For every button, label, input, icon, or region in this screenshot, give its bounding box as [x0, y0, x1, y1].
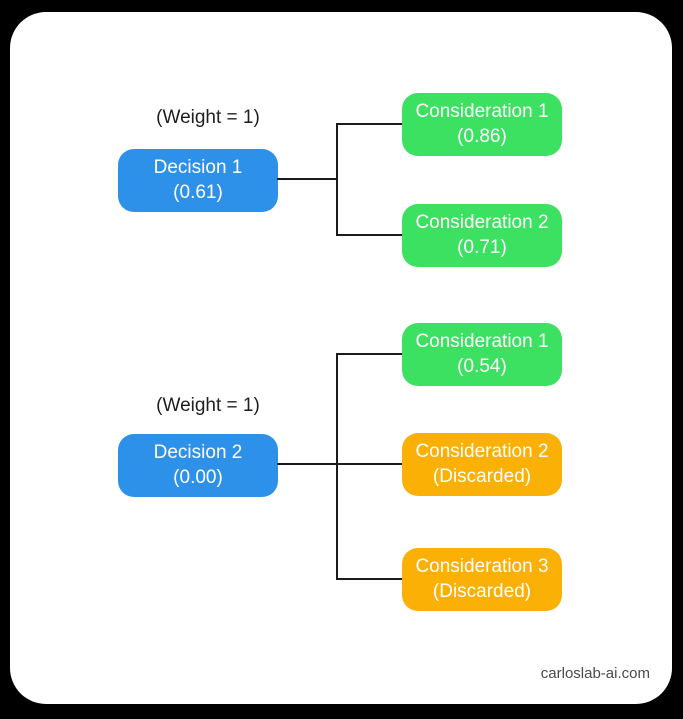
weight-label-decision-1: (Weight = 1): [156, 107, 260, 128]
consideration-title: Consideration 3: [415, 555, 549, 577]
diagram-canvas: (Weight = 1) Decision 1 (0.61) Considera…: [10, 12, 672, 704]
decision-1-consideration-2-node: Consideration 2 (0.71): [402, 204, 562, 267]
decision-1-value: (0.61): [173, 181, 223, 203]
consideration-value: (0.54): [457, 355, 507, 377]
connector-decision-1-stub: [277, 178, 338, 180]
consideration-value: (Discarded): [432, 580, 532, 602]
connector-decision-2-to-consideration-1: [338, 353, 402, 355]
connector-decision-1-to-consideration-1: [338, 123, 402, 125]
consideration-value: (Discarded): [432, 465, 532, 487]
decision-2-node: Decision 2 (0.00): [118, 434, 278, 497]
decision-1-consideration-1-node: Consideration 1 (0.86): [402, 93, 562, 156]
connector-decision-2-branch: [336, 353, 338, 580]
decision-1-title: Decision 1: [153, 156, 243, 178]
decision-2-consideration-1-node: Consideration 1 (0.54): [402, 323, 562, 386]
consideration-title: Consideration 2: [415, 440, 549, 462]
connector-decision-2-to-consideration-3: [338, 578, 402, 580]
consideration-value: (0.71): [457, 236, 507, 258]
consideration-value: (0.86): [457, 125, 507, 147]
watermark-text: carloslab-ai.com: [540, 665, 650, 682]
connector-decision-1-to-consideration-2: [338, 234, 402, 236]
consideration-title: Consideration 1: [415, 330, 549, 352]
connector-decision-2-to-consideration-2: [277, 463, 402, 465]
decision-2-consideration-2-node: Consideration 2 (Discarded): [402, 433, 562, 496]
decision-2-value: (0.00): [173, 466, 223, 488]
weight-label-decision-2: (Weight = 1): [156, 395, 260, 416]
connector-decision-1-branch: [336, 123, 338, 236]
decision-2-consideration-3-node: Consideration 3 (Discarded): [402, 548, 562, 611]
consideration-title: Consideration 1: [415, 100, 549, 122]
decision-2-title: Decision 2: [153, 441, 243, 463]
decision-1-node: Decision 1 (0.61): [118, 149, 278, 212]
consideration-title: Consideration 2: [415, 211, 549, 233]
